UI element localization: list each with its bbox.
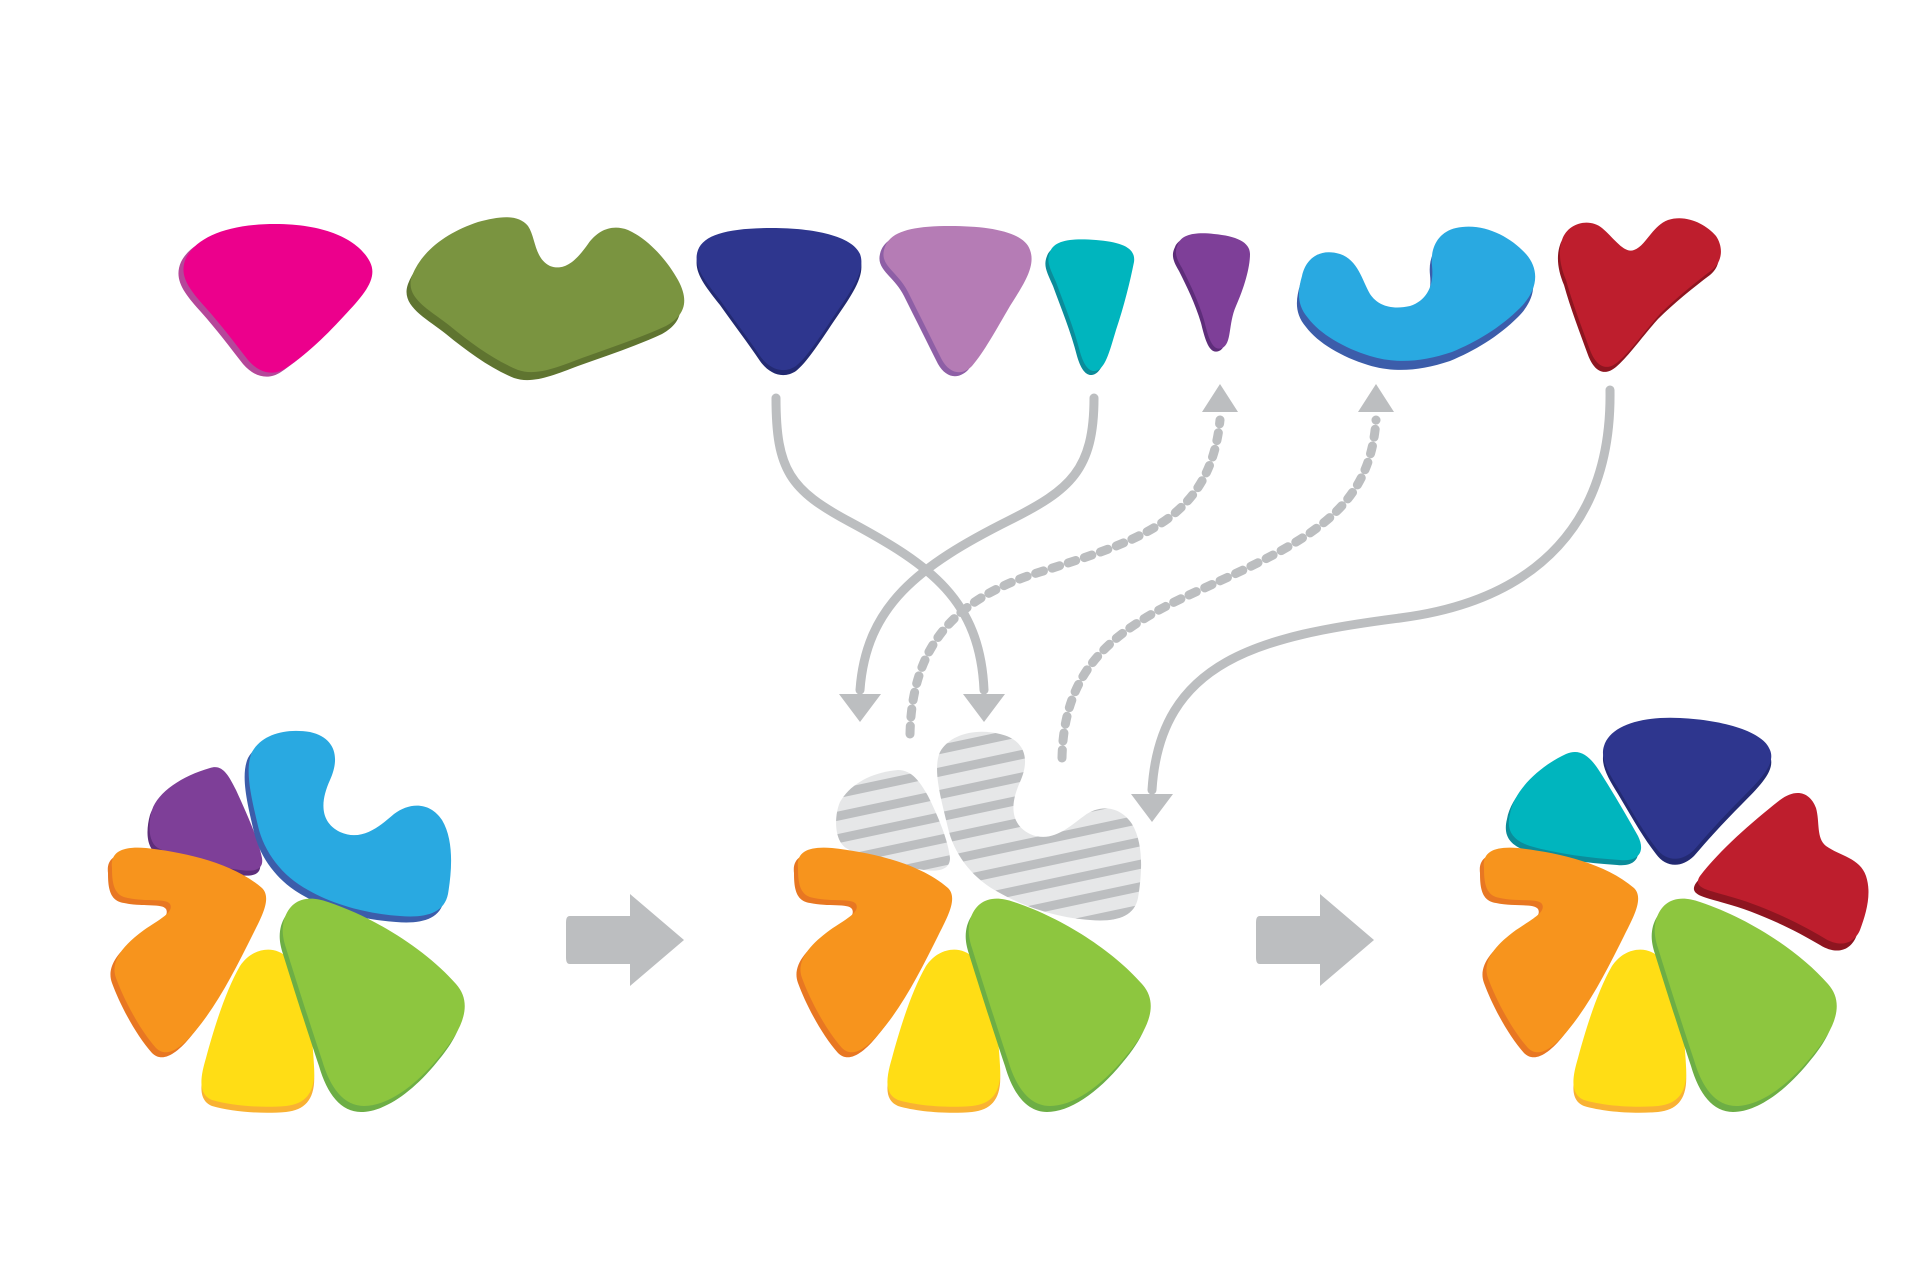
intermediate-orange-subunit (797, 847, 953, 1053)
connectors (771, 385, 1615, 795)
final-green-subunit (1654, 898, 1837, 1106)
initial-core (107, 847, 465, 1113)
step-arrow-2 (1256, 894, 1374, 986)
intermediate-complex (793, 731, 1151, 1113)
step-arrow-1 (566, 894, 684, 986)
magenta-wedge (178, 224, 373, 377)
arrowhead-sky (1358, 384, 1394, 412)
connector-release-to-sky (1057, 415, 1381, 763)
initial-purple-subunit (147, 767, 263, 876)
arrowhead-purple (1202, 384, 1238, 412)
arrowhead-teal (839, 694, 881, 722)
initial-sky-subunit (244, 730, 452, 923)
final-yellow-subunit (1573, 949, 1687, 1107)
arrowhead-crimson (1131, 794, 1173, 822)
olive-notched (406, 217, 685, 381)
final-orange-subunit (1483, 847, 1639, 1053)
sky-u-shape (1296, 226, 1536, 370)
intermediate-yellow-subunit (887, 949, 1001, 1107)
teal-wedge (1045, 239, 1135, 376)
final-core (1479, 847, 1837, 1113)
vacant-site-left (836, 770, 950, 871)
intermediate-green-subunit (968, 898, 1151, 1106)
connector-arrowheads (839, 384, 1394, 822)
intermediate-core (793, 847, 1151, 1113)
connector-release-to-purple (905, 415, 1225, 739)
final-complex (1479, 717, 1869, 1113)
navy-wedge (696, 228, 862, 376)
initial-green-subunit (282, 898, 465, 1106)
connector-navy-to-assembly (771, 393, 989, 695)
purple-small-wedge (1172, 233, 1250, 352)
final-teal-subunit (1505, 752, 1642, 866)
final-crimson-subunit (1693, 793, 1869, 951)
connector-teal-to-assembly (855, 393, 1099, 695)
lilac-wedge (879, 226, 1032, 377)
vacant-site-right (937, 731, 1142, 921)
arrowhead-navy (963, 694, 1005, 722)
initial-complex (107, 730, 465, 1113)
initial-orange-subunit (111, 847, 267, 1053)
connector-crimson-to-assembly (1147, 385, 1615, 795)
initial-yellow-subunit (201, 949, 315, 1107)
crimson-heart-shape (1557, 218, 1721, 372)
final-navy-subunit (1602, 717, 1772, 865)
pool-row (178, 217, 1721, 381)
